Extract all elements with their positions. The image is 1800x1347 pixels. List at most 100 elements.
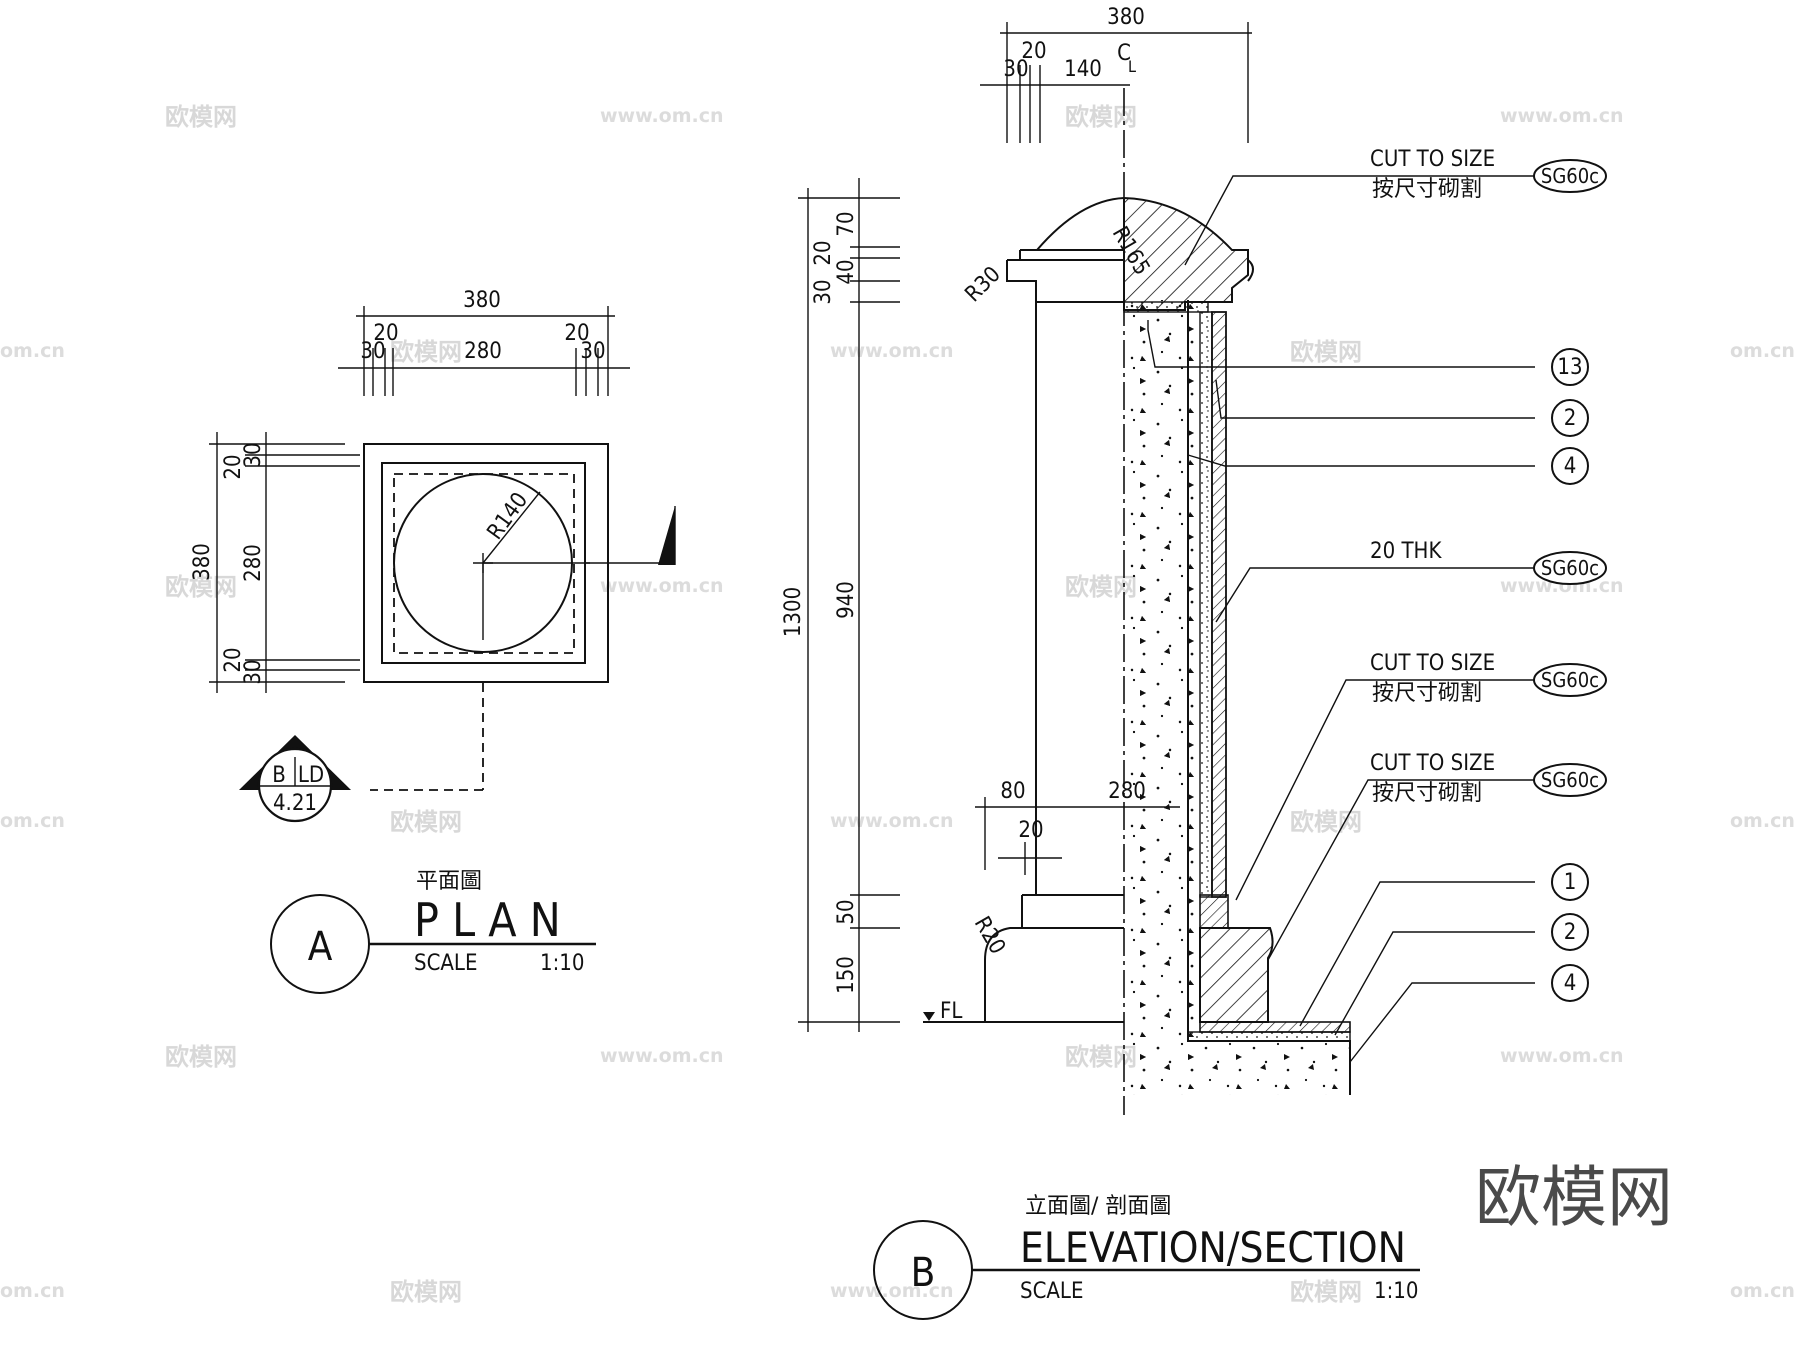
tag-label-1: 13 bbox=[1557, 355, 1582, 380]
tag-ellipse-6: SG60c bbox=[1533, 763, 1607, 797]
tag-label-5: SG60c bbox=[1541, 668, 1599, 692]
plan-dim-right-20: 20 bbox=[564, 321, 589, 346]
watermark-logo-4: 欧模网 bbox=[165, 573, 237, 601]
plan-title-chinese: 平面圖 bbox=[416, 869, 482, 894]
elev-dim-80: 80 bbox=[1000, 779, 1025, 804]
cap-moulding-elevation bbox=[1006, 260, 1124, 303]
tag-ellipse-4: SG60c bbox=[1533, 551, 1607, 585]
watermark-fragment-5: om.cn bbox=[1730, 1280, 1795, 1302]
plan-radius-label: R140 bbox=[483, 488, 534, 544]
tag-circle-3: 4 bbox=[1551, 447, 1589, 485]
plan-dim-v30-top: 30 bbox=[241, 442, 266, 467]
elev-dim-380: 380 bbox=[1107, 5, 1145, 30]
plan-dim-v30-bot: 30 bbox=[241, 659, 266, 684]
leader-lines bbox=[1147, 175, 1535, 1063]
section-callout: B LD 4.21 bbox=[239, 735, 351, 823]
elev-title-english: ELEVATION/SECTION bbox=[1020, 1223, 1406, 1272]
watermark-url-5: www.om.cn bbox=[830, 810, 954, 832]
callout-sheet: LD bbox=[298, 763, 324, 788]
elev-dim-30: 30 bbox=[1003, 57, 1028, 82]
callout-letter: B bbox=[272, 763, 286, 788]
note-cn-0: 按尺寸砌割 bbox=[1372, 177, 1482, 202]
note-en-4: 20 THK bbox=[1370, 539, 1442, 564]
tag-label-4: SG60c bbox=[1541, 556, 1599, 580]
elev-title-chinese: 立面圖/ 剖面圖 bbox=[1025, 1194, 1171, 1219]
cap-dome-elevation bbox=[1036, 197, 1125, 251]
watermark-url-1: www.om.cn bbox=[1500, 105, 1624, 127]
base-moulding-hatched bbox=[1199, 927, 1274, 1023]
elev-r20: R20 bbox=[969, 913, 1010, 959]
elev-dim-h20: 20 bbox=[1018, 818, 1043, 843]
elev-centerline-c: C bbox=[1117, 41, 1131, 66]
tag-label-2: 2 bbox=[1564, 406, 1577, 431]
watermark-fragment-1: om.cn bbox=[1730, 340, 1795, 362]
watermark-logo-2: 欧模网 bbox=[390, 338, 462, 366]
tag-circle-8: 2 bbox=[1551, 913, 1589, 951]
elev-dim-v30: 30 bbox=[811, 279, 836, 304]
tag-ellipse-0: SG60c bbox=[1533, 159, 1607, 193]
plan-dim-left-20: 20 bbox=[373, 321, 398, 346]
note-en-5: CUT TO SIZE bbox=[1370, 651, 1495, 676]
watermark-logo-3: 欧模网 bbox=[1290, 338, 1362, 366]
elev-r30: R30 bbox=[961, 262, 1006, 307]
watermark-fragment-4: om.cn bbox=[0, 1280, 65, 1302]
plan-dim-280: 280 bbox=[464, 339, 502, 364]
watermark-logo-10: 欧模网 bbox=[390, 1278, 462, 1306]
mortar-layer bbox=[1199, 311, 1213, 898]
elev-dim-v20: 20 bbox=[811, 240, 836, 265]
elev-dim-40: 40 bbox=[834, 259, 859, 284]
elev-centerline-l: L bbox=[1128, 57, 1136, 76]
watermark-logo-0: 欧模网 bbox=[165, 103, 237, 131]
cap-section-hatched bbox=[1123, 196, 1249, 311]
plan-dim-right-30: 30 bbox=[580, 339, 605, 364]
tag-label-9: 4 bbox=[1564, 971, 1577, 996]
base-step-elevation bbox=[984, 927, 1022, 1022]
note-cn-5: 按尺寸砌割 bbox=[1372, 681, 1482, 706]
elev-dim-940: 940 bbox=[834, 581, 859, 619]
watermark-url-7: www.om.cn bbox=[1500, 1045, 1624, 1067]
note-en-6: CUT TO SIZE bbox=[1370, 751, 1495, 776]
watermark-logo: 欧模网 bbox=[1475, 1159, 1673, 1236]
elev-dim-1300: 1300 bbox=[781, 587, 806, 637]
watermark-logo-1: 欧模网 bbox=[1065, 103, 1137, 131]
note-cn-6: 按尺寸砌割 bbox=[1372, 781, 1482, 806]
tag-ellipse-5: SG60c bbox=[1533, 663, 1607, 697]
plan-scale-label: SCALE bbox=[414, 951, 477, 976]
watermark-url-8: www.om.cn bbox=[830, 1280, 954, 1302]
tag-label-7: 1 bbox=[1564, 870, 1577, 895]
tag-circle-2: 2 bbox=[1551, 399, 1589, 437]
watermark-url-2: www.om.cn bbox=[830, 340, 954, 362]
plan-scale-value: 1:10 bbox=[540, 951, 584, 976]
elev-title-letter: B bbox=[911, 1250, 936, 1296]
plan-dim-v20-bot: 20 bbox=[221, 647, 246, 672]
watermark-logo-6: 欧模网 bbox=[390, 808, 462, 836]
base-plinth-elevation bbox=[1021, 894, 1124, 929]
watermark-url-6: www.om.cn bbox=[600, 1045, 724, 1067]
watermark-url-3: www.om.cn bbox=[600, 575, 724, 597]
plan-dim-left-30: 30 bbox=[360, 339, 385, 364]
tag-label-3: 4 bbox=[1564, 454, 1577, 479]
floor-finish bbox=[1199, 1021, 1351, 1033]
elev-scale-label: SCALE bbox=[1020, 1279, 1083, 1304]
elev-dim-140: 140 bbox=[1064, 57, 1102, 82]
plan-title-block: A 平面圖 P L A N SCALE 1:10 bbox=[270, 869, 596, 994]
tag-circle-7: 1 bbox=[1551, 863, 1589, 901]
watermark-fragment-2: om.cn bbox=[0, 810, 65, 832]
plan-view: 380 20 30 280 20 30 380 30 20 280 20 30 bbox=[190, 288, 676, 994]
note-en-0: CUT TO SIZE bbox=[1370, 147, 1495, 172]
watermark-logo-7: 欧模网 bbox=[1290, 808, 1362, 836]
tag-circle-9: 4 bbox=[1551, 964, 1589, 1002]
tag-label-8: 2 bbox=[1564, 920, 1577, 945]
section-cut-arrow-icon bbox=[658, 506, 675, 565]
plan-title-letter: A bbox=[308, 924, 333, 970]
elev-dim-20: 20 bbox=[1021, 39, 1046, 64]
tag-label-0: SG60c bbox=[1541, 164, 1599, 188]
elevation-section-view: 380 20 30 140 C L 1300 70 20 40 30 940 5… bbox=[781, 5, 1535, 1115]
watermark-fragment-0: om.cn bbox=[0, 340, 65, 362]
floor-bedding bbox=[1187, 1031, 1351, 1042]
watermark-logo-11: 欧模网 bbox=[1290, 1278, 1362, 1306]
plan-dim-v380: 380 bbox=[190, 543, 215, 581]
plan-dim-v280: 280 bbox=[241, 544, 266, 582]
